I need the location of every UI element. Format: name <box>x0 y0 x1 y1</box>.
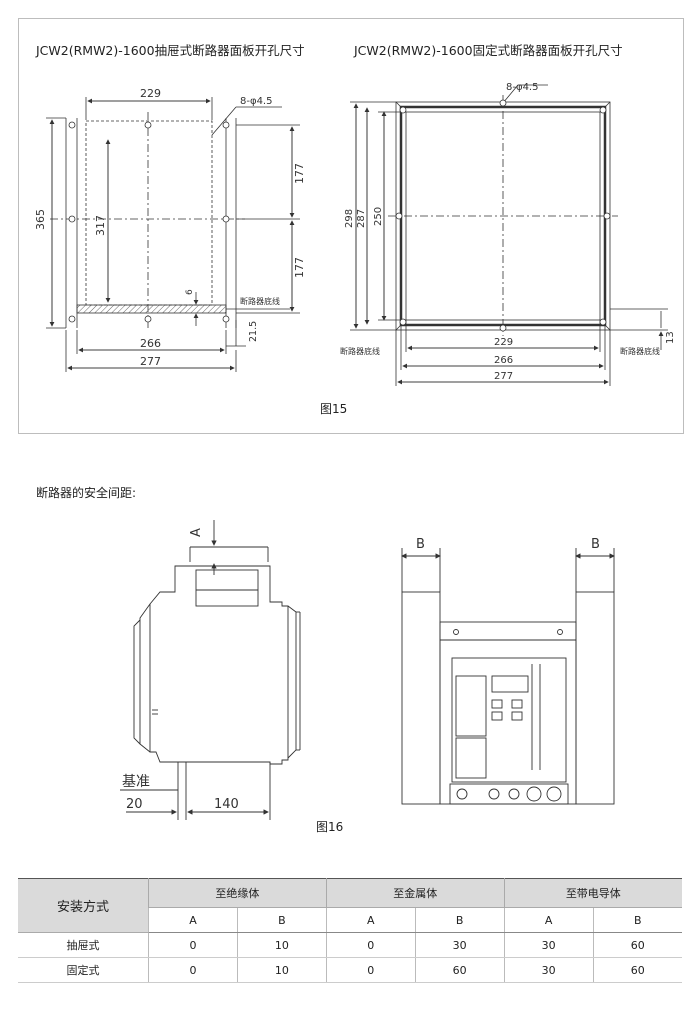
dim-317: 317 <box>94 215 107 236</box>
dim-177-top: 177 <box>293 163 306 184</box>
label-B-right: B <box>591 537 600 552</box>
subheader: A <box>148 907 238 933</box>
dim-277-right: 277 <box>494 371 513 382</box>
dim-229-right: 229 <box>494 337 513 348</box>
table-cell: 0 <box>148 932 238 958</box>
safety-distance-table: 安装方式 至绝缘体 至金属体 至带电导体 A B A B A B 抽屉式 0 1… <box>18 878 682 983</box>
fig16-title: 断路器的安全间距: <box>36 486 137 500</box>
row-label: 抽屉式 <box>18 932 149 958</box>
table-cell: 30 <box>503 957 594 983</box>
dim-250: 250 <box>373 207 384 226</box>
fig16-caption: 图16 <box>316 820 344 834</box>
subheader: A <box>503 907 594 933</box>
dim-266-right: 266 <box>494 355 513 366</box>
dim-21-5: 21.5 <box>248 321 259 342</box>
fig15-right-title: JCW2(RMW2)-1600固定式断路器面板开孔尺寸 <box>354 43 623 58</box>
holes-label-left: 8-φ4.5 <box>240 96 272 107</box>
fig15-left-title: JCW2(RMW2)-1600抽屉式断路器面板开孔尺寸 <box>36 43 305 58</box>
group-live-conductor: 至带电导体 <box>503 878 682 908</box>
fig16-side-view <box>120 520 301 820</box>
table-cell: 30 <box>503 932 594 958</box>
dim-298: 298 <box>344 209 355 228</box>
subheader: B <box>592 907 682 933</box>
label-B-left: B <box>416 537 425 552</box>
table-cell: 0 <box>325 932 416 958</box>
dim-287: 287 <box>356 209 367 228</box>
fig15-left-mounting-holes <box>68 121 230 323</box>
holes-label-right: 8-φ4.5 <box>506 82 538 93</box>
dim-13: 13 <box>665 331 676 344</box>
table-cell: 60 <box>592 932 682 958</box>
fig15-caption: 图15 <box>320 402 348 416</box>
fig15-right-mounting-holes <box>395 99 611 332</box>
table-cell: 10 <box>236 932 327 958</box>
table-cell: 0 <box>325 957 416 983</box>
subheader: B <box>236 907 327 933</box>
table-cell: 60 <box>414 957 505 983</box>
base-line-label-right-1: 断路器底线 <box>340 346 380 356</box>
dim-140: 140 <box>214 797 239 812</box>
dim-277-left: 277 <box>140 355 161 368</box>
base-line-label-right-2: 断路器底线 <box>620 346 660 356</box>
dim-229-left: 229 <box>140 87 161 100</box>
row-header: 安装方式 <box>18 878 149 933</box>
datum-label: 基准 <box>122 773 150 790</box>
dim-365: 365 <box>34 209 47 230</box>
table-cell: 30 <box>414 932 505 958</box>
table-row: 抽屉式 0 10 0 30 30 60 <box>18 932 682 958</box>
row-label: 固定式 <box>18 957 149 983</box>
fig15-left-drawing <box>46 97 300 372</box>
subheader: B <box>414 907 505 933</box>
dim-20: 20 <box>126 797 143 812</box>
table-cell: 10 <box>236 957 327 983</box>
dim-6: 6 <box>185 289 195 295</box>
figure-15-panel <box>18 18 684 434</box>
dim-177-bottom: 177 <box>293 257 306 278</box>
dim-266-left: 266 <box>140 337 161 350</box>
table-cell: 60 <box>592 957 682 983</box>
group-metal: 至金属体 <box>325 878 505 908</box>
label-A: A <box>189 528 204 537</box>
subheader: A <box>325 907 416 933</box>
table-cell: 0 <box>148 957 238 983</box>
table-row: 固定式 0 10 0 60 30 60 <box>18 957 682 983</box>
group-insulator: 至绝缘体 <box>148 878 327 908</box>
base-line-label-left: 断路器底线 <box>240 296 280 306</box>
fig16-front-view <box>401 548 615 805</box>
